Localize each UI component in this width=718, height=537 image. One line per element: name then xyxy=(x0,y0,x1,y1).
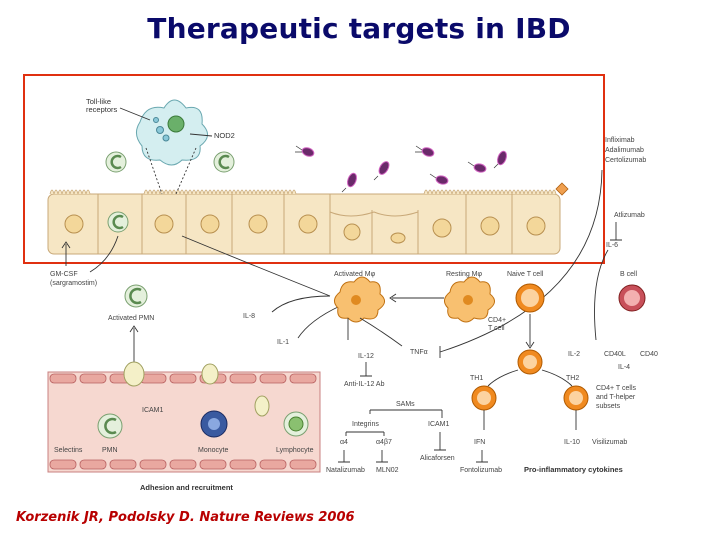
monocyte-icon xyxy=(200,410,228,438)
visilizumab-label: Visilizumab xyxy=(592,439,627,446)
sams-label: SAMs xyxy=(396,401,415,408)
th2-label: TH2 xyxy=(566,375,579,382)
certolizumab-label: Certolizumab xyxy=(605,157,646,164)
natalizumab-label: Natalizumab xyxy=(326,467,365,474)
cd4-subsets-1: CD4+ T cells xyxy=(596,385,637,392)
il2-label: IL-2 xyxy=(568,351,580,358)
alicaforsen-label: Alicaforsen xyxy=(420,455,455,462)
activated-mphi-label: Activated Mφ xyxy=(334,271,376,278)
a4b7-label: α4β7 xyxy=(376,439,392,446)
il8-label: IL-8 xyxy=(243,313,255,320)
il4-label: IL-4 xyxy=(618,364,630,371)
citation: Korzenik JR, Podolsky D. Nature Reviews … xyxy=(16,510,355,525)
pmn-cell-icon xyxy=(105,151,235,233)
infliximab-label: Infliximab xyxy=(605,137,635,144)
cd4-subsets-2: and T-helper xyxy=(596,394,636,401)
dendritic-cell xyxy=(136,99,208,195)
il1-label: IL-1 xyxy=(277,339,289,346)
icam1-label: ICAM1 xyxy=(428,421,450,428)
anti-il12-label: Anti-IL-12 Ab xyxy=(344,381,385,388)
ifn-label: IFN xyxy=(474,439,485,446)
il10-label: IL-10 xyxy=(564,439,580,446)
integrins-label: Integrins xyxy=(352,421,379,428)
slide-title: Therapeutic targets in IBD xyxy=(147,12,571,45)
mln02-label: MLN02 xyxy=(376,467,399,474)
bacteria-icon xyxy=(301,147,507,188)
t-cell-label: T cell xyxy=(488,325,505,332)
naive-t-label: Naive T cell xyxy=(507,271,544,278)
a4-label: α4 xyxy=(340,439,348,446)
atlizumab-label: Atlizumab xyxy=(614,212,645,219)
lymphocyte-label: Lymphocyte xyxy=(276,447,314,454)
tnfa-label: TNFα xyxy=(410,349,428,356)
lymphocyte-icon xyxy=(283,411,309,437)
activated-macrophage-icon xyxy=(334,276,385,323)
t-cell-center-icon xyxy=(517,349,543,375)
resting-macrophage-icon xyxy=(444,276,495,323)
pmn-label: PMN xyxy=(102,447,118,454)
receptors-label: receptors xyxy=(86,105,118,114)
proinflam-label: Pro-inflammatory cytokines xyxy=(524,465,623,474)
adhesion-label: Adhesion and recruitment xyxy=(140,483,233,492)
resting-mphi-label: Resting Mφ xyxy=(446,271,483,278)
b-cell-label: B cell xyxy=(620,271,638,278)
th1-label: TH1 xyxy=(470,375,483,382)
cd40-label: CD40 xyxy=(640,351,658,358)
fontolizumab-label: Fontolizumab xyxy=(460,467,502,474)
activated-pmn-label: Activated PMN xyxy=(108,315,154,322)
th2-cell-icon xyxy=(563,385,589,411)
naive-t-cell-icon xyxy=(515,283,545,313)
gmcsf-label: GM-CSF xyxy=(50,271,78,278)
adalimumab-label: Adalimumab xyxy=(605,147,644,154)
cd4-label: CD4+ xyxy=(488,317,506,324)
epithelial-cell-layer xyxy=(47,182,569,255)
highlight-box xyxy=(23,74,605,264)
cd40l-label: CD40L xyxy=(604,351,626,358)
cd4-subsets-3: subsets xyxy=(596,403,621,410)
blood-vessel xyxy=(47,361,321,473)
monocyte-label: Monocyte xyxy=(198,447,228,454)
toll-like-label: Toll-like xyxy=(86,97,111,106)
il12-label: IL-12 xyxy=(358,353,374,360)
il6-label: IL-6 xyxy=(606,242,618,249)
nod2-label: NOD2 xyxy=(214,131,235,140)
th1-cell-icon xyxy=(471,385,497,411)
sargramostim-label: (sargramostim) xyxy=(50,280,97,287)
activated-pmn-icon xyxy=(124,284,148,308)
vessel-pmn-icon xyxy=(97,413,123,439)
selectins-label: Selectins xyxy=(54,447,83,454)
b-cell-icon xyxy=(618,284,646,312)
icam1-vessel-label: ICAM1 xyxy=(142,407,164,414)
